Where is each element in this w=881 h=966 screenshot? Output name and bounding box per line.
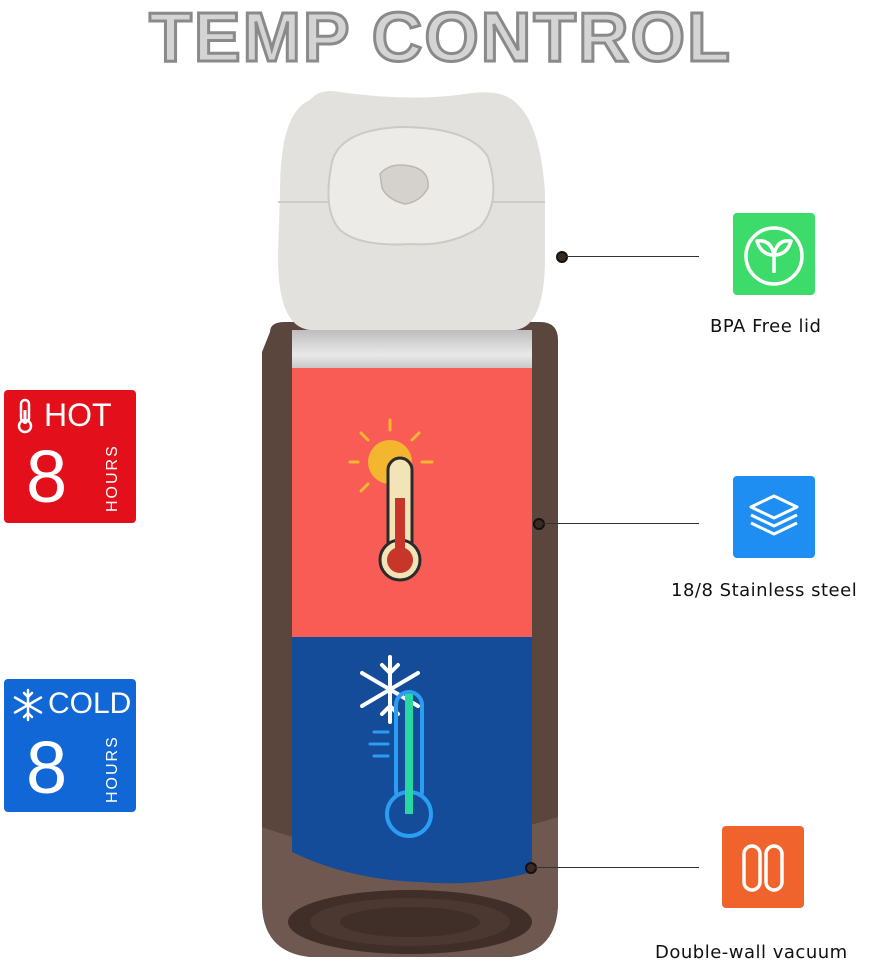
cold-label: COLD — [48, 687, 132, 720]
sun-thermometer-icon — [348, 418, 434, 582]
bpa-free-tile — [733, 213, 815, 295]
cold-hours-unit: HOURS — [104, 735, 121, 803]
double-wall-tile — [722, 826, 804, 908]
vacuum-callout-line — [535, 867, 699, 868]
steel-callout-dot — [533, 518, 545, 530]
snowflake-thermometer-icon — [360, 655, 433, 838]
double-wall-label: Double-wall vacuum — [655, 942, 848, 963]
bpa-free-label: BPA Free lid — [710, 316, 822, 337]
page-title: TEMP CONTROL — [148, 0, 732, 76]
bottle-illustration — [262, 91, 558, 957]
hot-hours-unit: HOURS — [104, 444, 121, 512]
thermometer-icon — [17, 398, 33, 434]
cold-hours-badge: COLD 8 HOURS — [4, 679, 136, 812]
snowflake-icon — [13, 688, 43, 722]
hot-hours-badge: HOT 8 HOURS — [4, 390, 136, 523]
hot-label: HOT — [44, 397, 112, 433]
double-wall-icon — [742, 844, 784, 892]
stainless-steel-label: 18/8 Stainless steel — [671, 580, 858, 601]
cold-hours-number: 8 — [26, 726, 68, 809]
lid-callout-dot — [556, 251, 568, 263]
leaf-sprout-icon — [744, 226, 804, 286]
hot-hours-number: 8 — [26, 435, 68, 518]
layers-icon — [749, 494, 799, 536]
steel-callout-line — [543, 523, 699, 524]
vacuum-callout-dot — [525, 862, 537, 874]
stainless-steel-tile — [733, 476, 815, 558]
lid-callout-line — [566, 256, 699, 257]
